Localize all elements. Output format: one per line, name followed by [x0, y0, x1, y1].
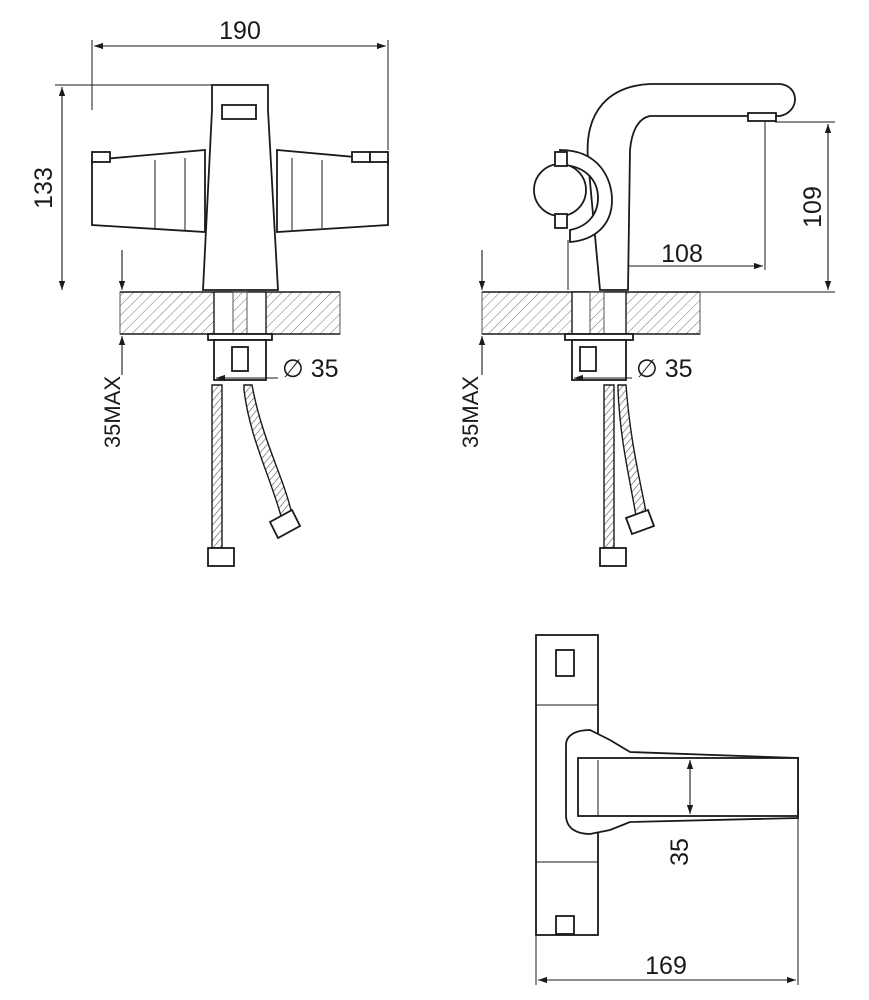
- side-height-dim-label: 109: [799, 186, 827, 228]
- front-faucet-body: [202, 84, 279, 291]
- side-spout-body: [586, 83, 796, 291]
- top-handle-cap-top: [555, 649, 575, 677]
- front-right-handle: [276, 149, 389, 233]
- side-hose-left-nut: [599, 547, 627, 567]
- front-hose-left: [211, 384, 223, 549]
- front-hose-right: [243, 384, 293, 522]
- side-hole-dim-label: ∅ 35: [636, 355, 693, 383]
- front-view: 190 133 35MAX ∅ 35: [30, 17, 389, 567]
- side-deck-dim-label: 35MAX: [458, 376, 483, 448]
- side-reach-dim-label: 108: [661, 240, 703, 268]
- side-hose-left: [603, 384, 615, 549]
- top-length-dim-label: 169: [645, 952, 687, 980]
- side-aerator: [747, 112, 777, 122]
- front-left-cap: [91, 151, 111, 163]
- side-stud-end: [579, 346, 597, 372]
- front-height-dim-label: 133: [30, 167, 58, 209]
- top-depth-dim-label: 35: [666, 838, 694, 866]
- front-stud-end: [231, 346, 249, 372]
- front-width-dim-label: 190: [219, 17, 261, 45]
- front-hose-left-nut: [207, 547, 235, 567]
- front-right-cap2: [369, 151, 389, 163]
- top-handle-cap-bottom: [555, 915, 575, 935]
- top-spout-inner: [577, 757, 799, 817]
- side-hose-right: [617, 384, 647, 517]
- side-handle-cap-top: [554, 151, 568, 167]
- side-handle-ring: [559, 149, 613, 243]
- front-hole-dim-label: ∅ 35: [282, 355, 339, 383]
- side-view: 109 108 35MAX ∅ 35: [458, 83, 835, 567]
- front-deck-dim-label: 35MAX: [100, 376, 125, 448]
- front-right-cap: [351, 151, 371, 163]
- side-handle-cap-bottom: [554, 213, 568, 229]
- side-stud: [589, 291, 605, 335]
- side-handle-knob: [533, 163, 587, 217]
- side-hose-right-nut: [624, 508, 656, 536]
- front-aerator: [221, 104, 257, 120]
- front-hose-right-nut: [268, 508, 302, 540]
- front-stud: [232, 291, 248, 335]
- top-view: 35 169: [535, 634, 799, 985]
